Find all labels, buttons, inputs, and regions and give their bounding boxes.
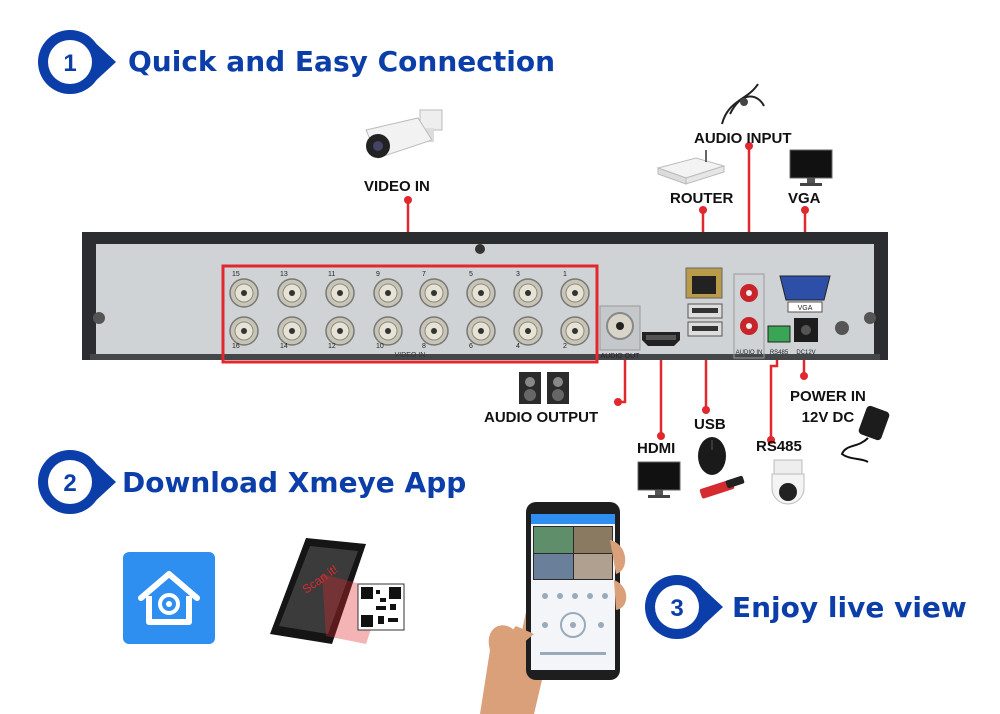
bnc-number: 11 xyxy=(328,271,335,278)
usb-mouse-icon xyxy=(698,437,745,499)
ptz-camera-icon xyxy=(771,459,805,505)
step-2-number: 2 xyxy=(63,470,76,497)
bnc-connector: 4 xyxy=(513,316,543,350)
usb-label: USB xyxy=(694,416,726,433)
video-in-panel-label: VIDEO IN xyxy=(395,352,426,359)
audio-output-label: AUDIO OUTPUT xyxy=(484,409,599,426)
usb-ports xyxy=(687,303,723,337)
bnc-number: 7 xyxy=(422,271,426,278)
speakers-icon xyxy=(519,372,569,404)
bnc-number: 1 xyxy=(563,271,567,278)
step-1-badge: 1 xyxy=(38,30,116,94)
vga-label: VGA xyxy=(788,190,821,207)
bnc-number: 3 xyxy=(516,271,520,278)
svg-text:VGA: VGA xyxy=(798,305,813,312)
video-in-highlight-box xyxy=(221,264,599,364)
svg-text:RS485: RS485 xyxy=(770,350,789,356)
power-adapter-icon xyxy=(840,405,890,463)
bnc-number: 13 xyxy=(280,271,288,278)
bnc-connector: 12 xyxy=(325,316,355,350)
hdmi-port xyxy=(642,332,680,346)
bnc-number: 4 xyxy=(516,343,520,350)
power-in-label: POWER IN 12V DC xyxy=(790,386,866,428)
bnc-number: 14 xyxy=(280,343,288,350)
rs485-label: RS485 xyxy=(756,438,802,455)
bnc-connector: 10 xyxy=(373,316,403,350)
hdmi-monitor-icon xyxy=(637,461,681,498)
bnc-connector: 14 xyxy=(277,316,307,350)
router-label: ROUTER xyxy=(670,190,734,207)
xmeye-app-icon[interactable] xyxy=(123,552,215,644)
qr-code xyxy=(357,583,405,631)
svg-text:DC12V: DC12V xyxy=(796,350,815,356)
bnc-connector: 3 xyxy=(513,271,543,308)
vga-port: VGA xyxy=(779,275,831,313)
audio-out-port: AUDIO OUT xyxy=(599,305,641,360)
power-in-line2: 12V DC xyxy=(801,409,855,426)
step-3-title: Enjoy live view xyxy=(732,591,967,624)
bnc-connector: 13 xyxy=(277,271,307,308)
power-in-line1: POWER IN xyxy=(790,388,866,405)
bnc-connector: 8 xyxy=(419,316,449,350)
mic-icon xyxy=(721,83,765,125)
bnc-connector: 15 xyxy=(229,271,259,308)
phone-live-view-illustration xyxy=(480,502,627,714)
bnc-number: 6 xyxy=(469,343,473,350)
bnc-connector: 7 xyxy=(419,271,449,308)
monitor-icon xyxy=(789,149,833,186)
step-1-title: Quick and Easy Connection xyxy=(128,45,555,78)
bnc-connector: 16 xyxy=(229,316,259,350)
bnc-connector: 1 xyxy=(560,271,590,308)
hdmi-label: HDMI xyxy=(637,440,676,457)
svg-text:AUDIO IN: AUDIO IN xyxy=(736,350,763,356)
bnc-connectors: 15 13 11 9 7 5 3 1 16 14 12 10 8 6 4 2 xyxy=(229,271,590,350)
app-controls xyxy=(540,593,608,655)
bnc-number: 10 xyxy=(376,343,384,350)
bnc-connector: 9 xyxy=(373,271,403,308)
bnc-number: 5 xyxy=(469,271,473,278)
camera-icon xyxy=(365,109,443,159)
bnc-connector: 6 xyxy=(466,316,496,350)
dc-power-port: DC12V xyxy=(794,318,818,356)
router-icon xyxy=(656,150,726,185)
step-1-number: 1 xyxy=(63,50,76,77)
bnc-number: 15 xyxy=(232,271,240,278)
bnc-connector: 11 xyxy=(325,271,355,308)
step-2-title: Download Xmeye App xyxy=(122,466,467,499)
video-in-label: VIDEO IN xyxy=(364,178,430,195)
svg-text:AUDIO OUT: AUDIO OUT xyxy=(601,353,641,360)
step-3-number: 3 xyxy=(670,595,683,622)
rs485-port: RS485 xyxy=(767,325,791,356)
step-3-badge: 3 xyxy=(645,575,723,639)
lan-port xyxy=(685,267,723,299)
bnc-number: 12 xyxy=(328,343,336,350)
audio-in-ports: AUDIO IN xyxy=(733,273,765,359)
scan-qr-illustration: Scan it! xyxy=(270,538,405,644)
bnc-number: 16 xyxy=(232,343,240,350)
bnc-connector: 2 xyxy=(560,316,590,350)
step-2-badge: 2 xyxy=(38,450,116,514)
bnc-number: 8 xyxy=(422,343,426,350)
bnc-number: 2 xyxy=(563,343,567,350)
bnc-connector: 5 xyxy=(466,271,496,308)
audio-input-label: AUDIO INPUT xyxy=(694,130,792,147)
bnc-number: 9 xyxy=(376,271,380,278)
